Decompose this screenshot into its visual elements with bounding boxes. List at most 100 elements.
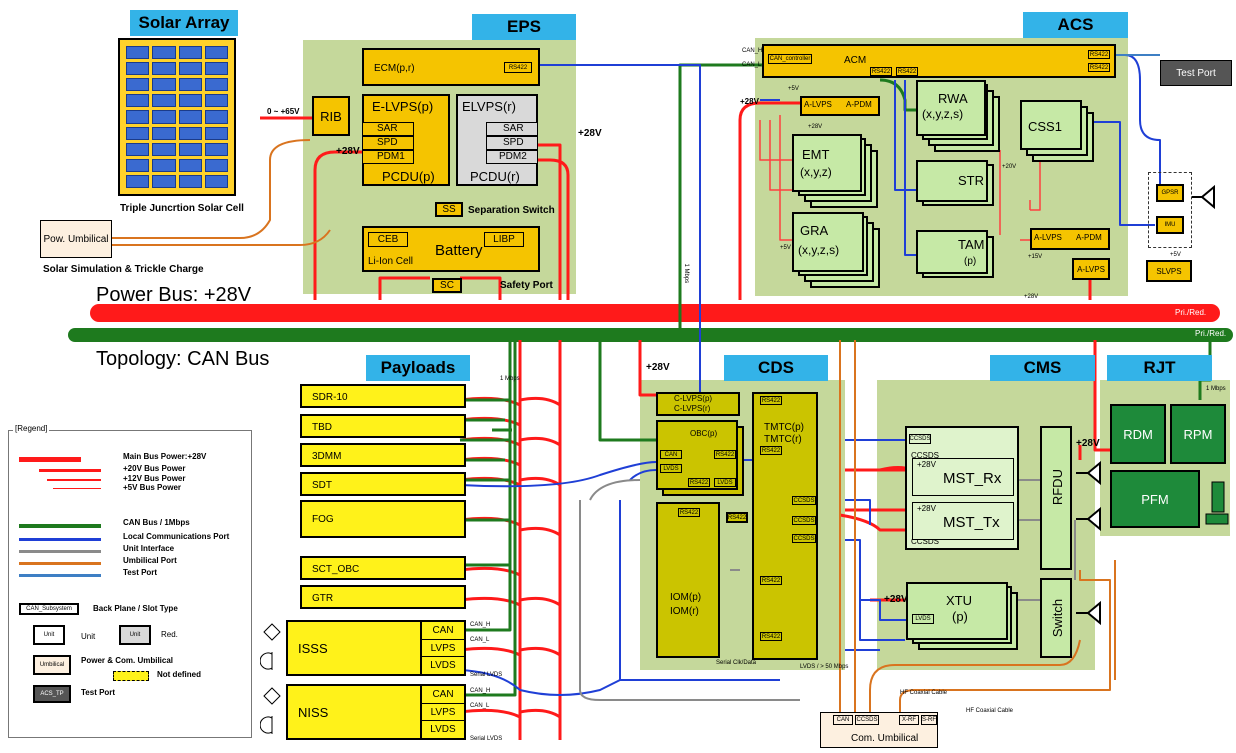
obc-box: OBC(p) CAN LVDS RS422 RS422 LVDS <box>656 420 738 490</box>
payload-niss: NISS CAN LVPS LVDS <box>286 684 466 740</box>
niss-can-l: CAN_L <box>470 703 490 709</box>
safety-port: Safety Port <box>500 280 553 291</box>
sar-p: SAR <box>362 122 414 136</box>
solar-array-header: Solar Array <box>130 10 238 36</box>
payload-sdt: SDT <box>300 472 466 496</box>
gps-antenna-icon <box>1190 184 1216 210</box>
switch-antenna-icon <box>1076 600 1102 626</box>
acs-p15v: +15V <box>1028 254 1043 260</box>
rib-voltage: 0 ~ +65V <box>267 107 300 116</box>
xtu-28v: +28V <box>884 594 908 605</box>
rdm-box: RDM <box>1110 404 1166 464</box>
acs-p28v-a: +28V <box>740 97 759 106</box>
libp-box: LIBP <box>484 232 524 247</box>
pfm-box: PFM <box>1110 470 1200 528</box>
cms-header: CMS <box>990 355 1095 381</box>
isss-can-l: CAN_L <box>470 637 490 643</box>
legend: [Regend] Main Bus Power:+28V +20V Bus Po… <box>8 424 252 738</box>
hf-cable-2: HF Coaxial Cable <box>966 708 1014 714</box>
hf-cable-1: HF Coaxial Cable <box>900 690 948 696</box>
eps-28v-right: +28V <box>578 128 602 139</box>
payload-isss: ISSS CAN LVPS LVDS <box>286 620 466 676</box>
isss-can-h: CAN_H <box>470 622 491 628</box>
not-defined-swatch <box>113 671 149 681</box>
umbilical-caption: Solar Simulation & Trickle Charge <box>43 264 204 275</box>
solar-caption: Triple Juncrtion Solar Cell <box>120 203 244 214</box>
emt-box: EMT (x,y,z) <box>792 134 862 192</box>
gpsr-box: GPSR <box>1156 184 1184 202</box>
can-bus <box>68 328 1233 342</box>
pdm2-r: PDM2 <box>486 150 538 164</box>
mst-rx-box: +28V MST_Rx <box>912 458 1014 496</box>
elvps-p-label: E-LVPS(p) <box>372 99 434 114</box>
rfdu-box: RFDU <box>1040 426 1072 570</box>
spd-r: SPD <box>486 136 538 150</box>
iom-box: IOM(p) IOM(r) RS422 <box>656 502 720 658</box>
isss-serial: Serial LVDS <box>470 672 503 678</box>
acs-p28v-c: +28V <box>1024 294 1039 300</box>
sar-r: SAR <box>486 122 538 136</box>
acs-mbps: 1 Mbps <box>683 263 690 284</box>
power-bus <box>90 304 1220 322</box>
payload-sct-obc: SCT_OBC <box>300 556 466 580</box>
acs-can-h: CAN_H <box>742 48 763 54</box>
pow-umbilical: Pow. Umbilical <box>40 220 112 258</box>
niss-serial: Serial LVDS <box>470 736 503 742</box>
rfdu-28v: +28V <box>1076 438 1100 449</box>
payload-fog: FOG <box>300 500 466 538</box>
rib-box: RIB <box>312 96 350 136</box>
can-bus-label: Topology: CAN Bus <box>96 348 270 370</box>
separation-switch: Separation Switch <box>468 205 555 216</box>
tam-box: TAM (p) <box>916 230 988 274</box>
imu-box: IMU <box>1156 216 1184 234</box>
str-box: STR <box>916 160 988 202</box>
pcdu-p-label: PCDU(p) <box>382 169 435 184</box>
payload-3dmm: 3DMM <box>300 443 466 467</box>
rfdu-antenna-2-icon <box>1076 506 1102 532</box>
acs-test-port: Test Port <box>1160 60 1232 86</box>
ss-box: SS <box>435 202 463 217</box>
can-prired: Pri./Red. <box>1195 329 1227 338</box>
eps-header: EPS <box>472 14 576 40</box>
gra-box: GRA (x,y,z,s) <box>792 212 864 272</box>
acs-header: ACS <box>1023 12 1128 38</box>
payload-tbd: TBD <box>300 414 466 438</box>
liion-label: Li-Ion Cell <box>368 256 414 267</box>
acs-p5v-b: +5V <box>780 245 791 251</box>
alvps-label: A-LVPS <box>804 100 832 109</box>
acs-p5v-a: +5V <box>788 86 799 92</box>
com-umbilical: CAN CCSDS X-RF S-RF Com. Umbilical <box>820 712 938 748</box>
switch-box: Switch <box>1040 578 1072 658</box>
alvps2-label: A-LVPS <box>1034 233 1062 242</box>
payloads-header: Payloads <box>366 355 470 381</box>
alvps3-box: A-LVPS <box>1072 258 1110 280</box>
payload-sdr10: SDR-10 <box>300 384 466 408</box>
slvps-box: SLVPS <box>1146 260 1192 282</box>
pdm1-p: PDM1 <box>362 150 414 164</box>
ecm-box: ECM(p,r) RS422 <box>362 48 540 86</box>
apdm2-label: A-PDM <box>1076 233 1102 242</box>
rfdu-antenna-1-icon <box>1076 460 1102 486</box>
battery-label: Battery <box>435 242 483 259</box>
iom-rs422-ext: RS422 <box>726 512 748 523</box>
eps-28v: +28V <box>336 146 360 157</box>
mst-tx-box: +28V MST_Tx <box>912 502 1014 540</box>
xtu-box: XTU (p) LVDS <box>906 582 1008 640</box>
cds-header: CDS <box>724 355 828 381</box>
payload-gtr: GTR <box>300 585 466 609</box>
rjt-mbps: 1 Mbps <box>1206 386 1226 392</box>
cds-serial: Serial Clk/Data <box>716 660 757 666</box>
elvps-r-label: ELVPS(r) <box>462 99 516 114</box>
payload-mbps: 1 Mbps <box>500 376 520 382</box>
pcdu-r-label: PCDU(r) <box>470 169 520 184</box>
power-prired: Pri./Red. <box>1175 308 1207 317</box>
rwa-box: RWA (x,y,z,s) <box>916 80 986 136</box>
css1-box: CSS1 <box>1020 100 1082 150</box>
pfm-monitor-icon <box>1204 480 1230 530</box>
acs-p28v-b: +28V <box>808 124 823 130</box>
ceb-box: CEB <box>368 232 408 247</box>
solar-panel <box>118 38 236 196</box>
clvps-box: C-LVPS(p) C-LVPS(r) <box>656 392 740 416</box>
spd-p: SPD <box>362 136 414 150</box>
